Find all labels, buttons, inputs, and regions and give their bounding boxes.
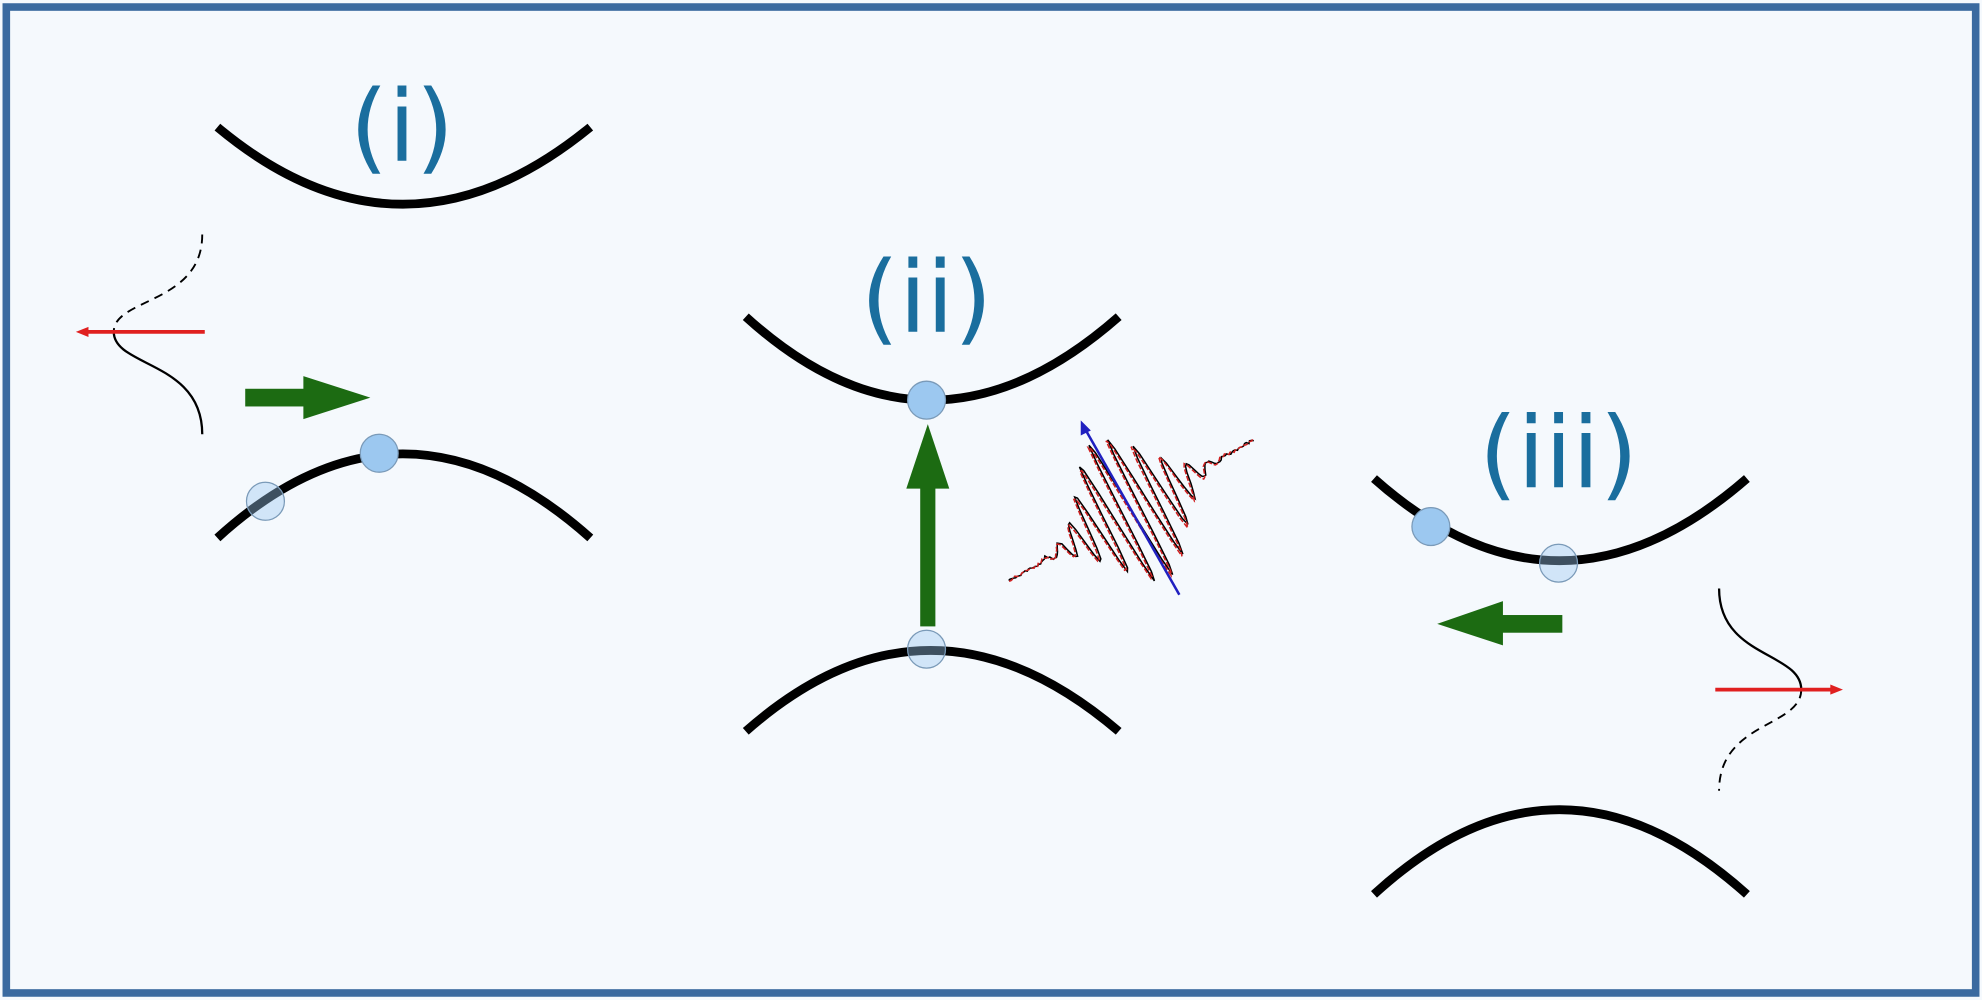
hole-faded — [908, 630, 946, 668]
panel-label-ii: (ii) — [861, 241, 993, 356]
panel-label-iii: (iii) — [1479, 396, 1638, 511]
electron-faded — [246, 482, 284, 520]
electron-faded — [1540, 544, 1578, 582]
panel-label-i: (i) — [350, 70, 454, 185]
electron — [360, 434, 398, 472]
electron — [1412, 508, 1450, 546]
electron-excited — [908, 381, 946, 419]
